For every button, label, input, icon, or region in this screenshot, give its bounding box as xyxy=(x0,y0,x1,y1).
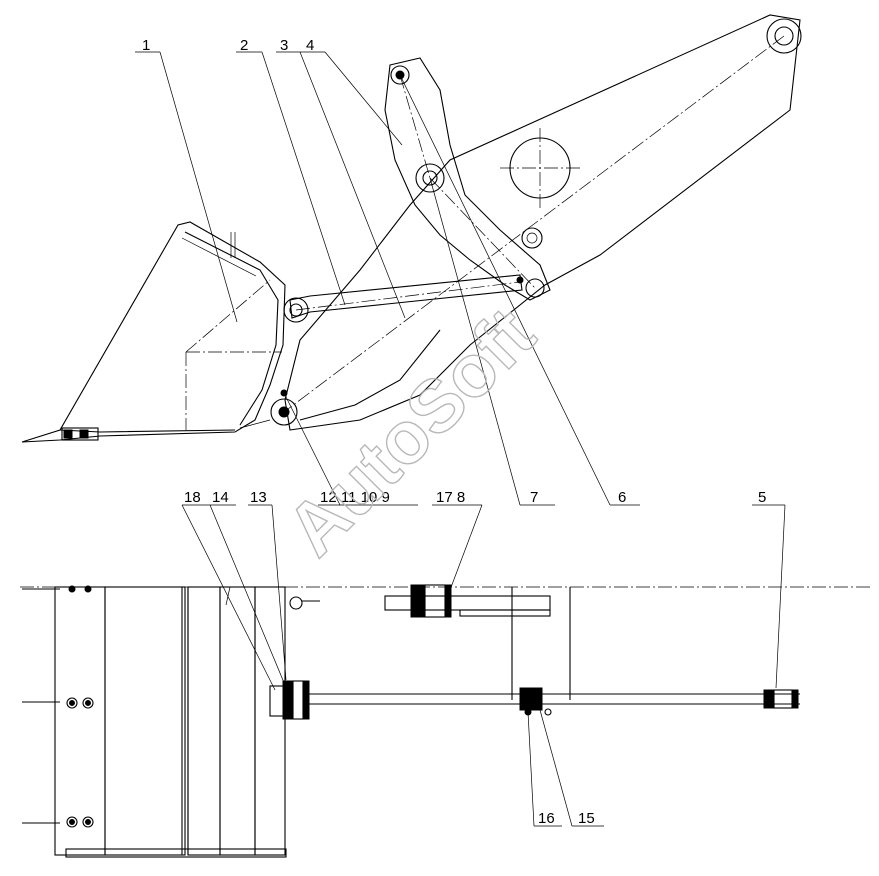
callout-16: 16 xyxy=(538,810,555,827)
rocker xyxy=(384,57,551,301)
callouts: 1 2 3 4 7 6 12 11 10 9 17 8 18 xyxy=(135,37,786,827)
top-view xyxy=(20,584,870,858)
tilt-link xyxy=(283,274,523,323)
lift-arm xyxy=(283,14,802,431)
callout-15: 15 xyxy=(578,810,595,827)
side-view xyxy=(21,14,802,443)
callout-5: 5 xyxy=(758,489,766,506)
callout-6: 6 xyxy=(618,489,626,506)
watermark: AutoSoft xyxy=(271,292,551,572)
callout-18: 18 xyxy=(184,489,201,506)
callout-4: 4 xyxy=(306,37,314,54)
rocker-plan xyxy=(289,584,571,700)
boom-plan xyxy=(269,680,800,720)
callout-13: 13 xyxy=(250,489,267,506)
callout-1: 1 xyxy=(142,37,150,54)
bucket-plan xyxy=(22,585,287,858)
callout-14: 14 xyxy=(212,489,229,506)
callout-group-12-11-10-9: 12 11 10 9 xyxy=(320,489,390,506)
bucket xyxy=(21,221,286,443)
callout-7: 7 xyxy=(530,489,538,506)
callout-3: 3 xyxy=(280,37,288,54)
callout-2: 2 xyxy=(240,37,248,54)
callout-group-17-8: 17 8 xyxy=(436,489,465,506)
